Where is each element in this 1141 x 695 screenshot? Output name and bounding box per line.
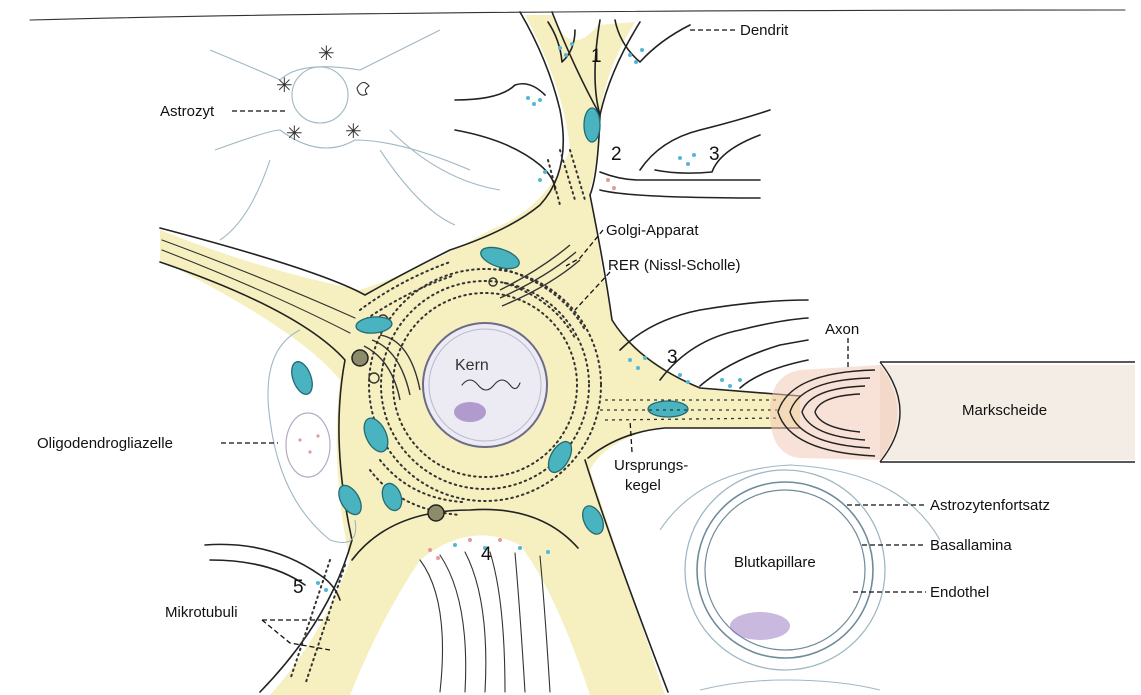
- synapses: [204, 19, 809, 601]
- astrocyte-star: ✳: [345, 119, 362, 143]
- neurofilament-dots: [351, 349, 445, 522]
- label-basallamina: Basallamina: [930, 537, 1012, 554]
- label-blutkapillare: Blutkapillare: [734, 554, 816, 571]
- astrocyte-star: ✳: [276, 73, 293, 97]
- oligodendrocyte: [267, 329, 357, 544]
- top-border: [29, 9, 1126, 21]
- astrocyte: ✳ ✳ ✳ ✳: [209, 29, 501, 241]
- astrocyte-star: ✳: [286, 121, 303, 145]
- myelin-sheath: [770, 365, 898, 460]
- synapse-number-1: 1: [591, 46, 602, 67]
- label-mikrotubuli: Mikrotubuli: [165, 604, 238, 621]
- label-ursprungskegel-1: Ursprungs-: [614, 457, 688, 474]
- synapse-number-3-upper: 3: [709, 144, 720, 165]
- label-golgi: Golgi-Apparat: [606, 222, 699, 239]
- leader-rer: [574, 271, 611, 311]
- leader-ursprung: [629, 419, 633, 453]
- axon-hillock-lines: [600, 399, 781, 421]
- label-rer: RER (Nissl-Scholle): [608, 257, 741, 274]
- synapse-number-4: 4: [481, 544, 492, 565]
- label-oligodendrogliazelle: Oligodendrogliazelle: [37, 435, 173, 452]
- synapse-number-3-lower: 3: [667, 347, 678, 368]
- blood-capillary: [659, 464, 941, 691]
- leader-golgi: [565, 229, 604, 267]
- neuron: Kern: [159, 11, 801, 695]
- label-ursprungskegel-2: kegel: [625, 477, 661, 494]
- label-endothel: Endothel: [930, 584, 989, 601]
- axon-myelin: [770, 361, 1135, 463]
- neuron-outline: [159, 11, 565, 296]
- rough-er: [289, 149, 602, 686]
- label-markscheide: Markscheide: [962, 402, 1047, 419]
- synapse-number-5: 5: [293, 577, 304, 598]
- label-dendrit: Dendrit: [740, 22, 789, 39]
- chromatin: [461, 379, 521, 391]
- leader-mikrotubuli-2: [261, 619, 331, 651]
- synapse-number-2: 2: [611, 144, 622, 165]
- astrocyte-star: ✳: [318, 41, 335, 65]
- nucleus: [422, 322, 548, 448]
- mitochondria: [291, 107, 689, 535]
- nucleus-label: Kern: [455, 357, 489, 374]
- label-axon: Axon: [825, 321, 859, 338]
- label-astrozyt: Astrozyt: [160, 103, 215, 120]
- nucleolus: [454, 402, 486, 422]
- label-astrozytenfortsatz: Astrozytenfortsatz: [930, 497, 1050, 514]
- astrocyte-mitochondrion: [356, 81, 370, 96]
- endothel-nucleus: [730, 612, 790, 640]
